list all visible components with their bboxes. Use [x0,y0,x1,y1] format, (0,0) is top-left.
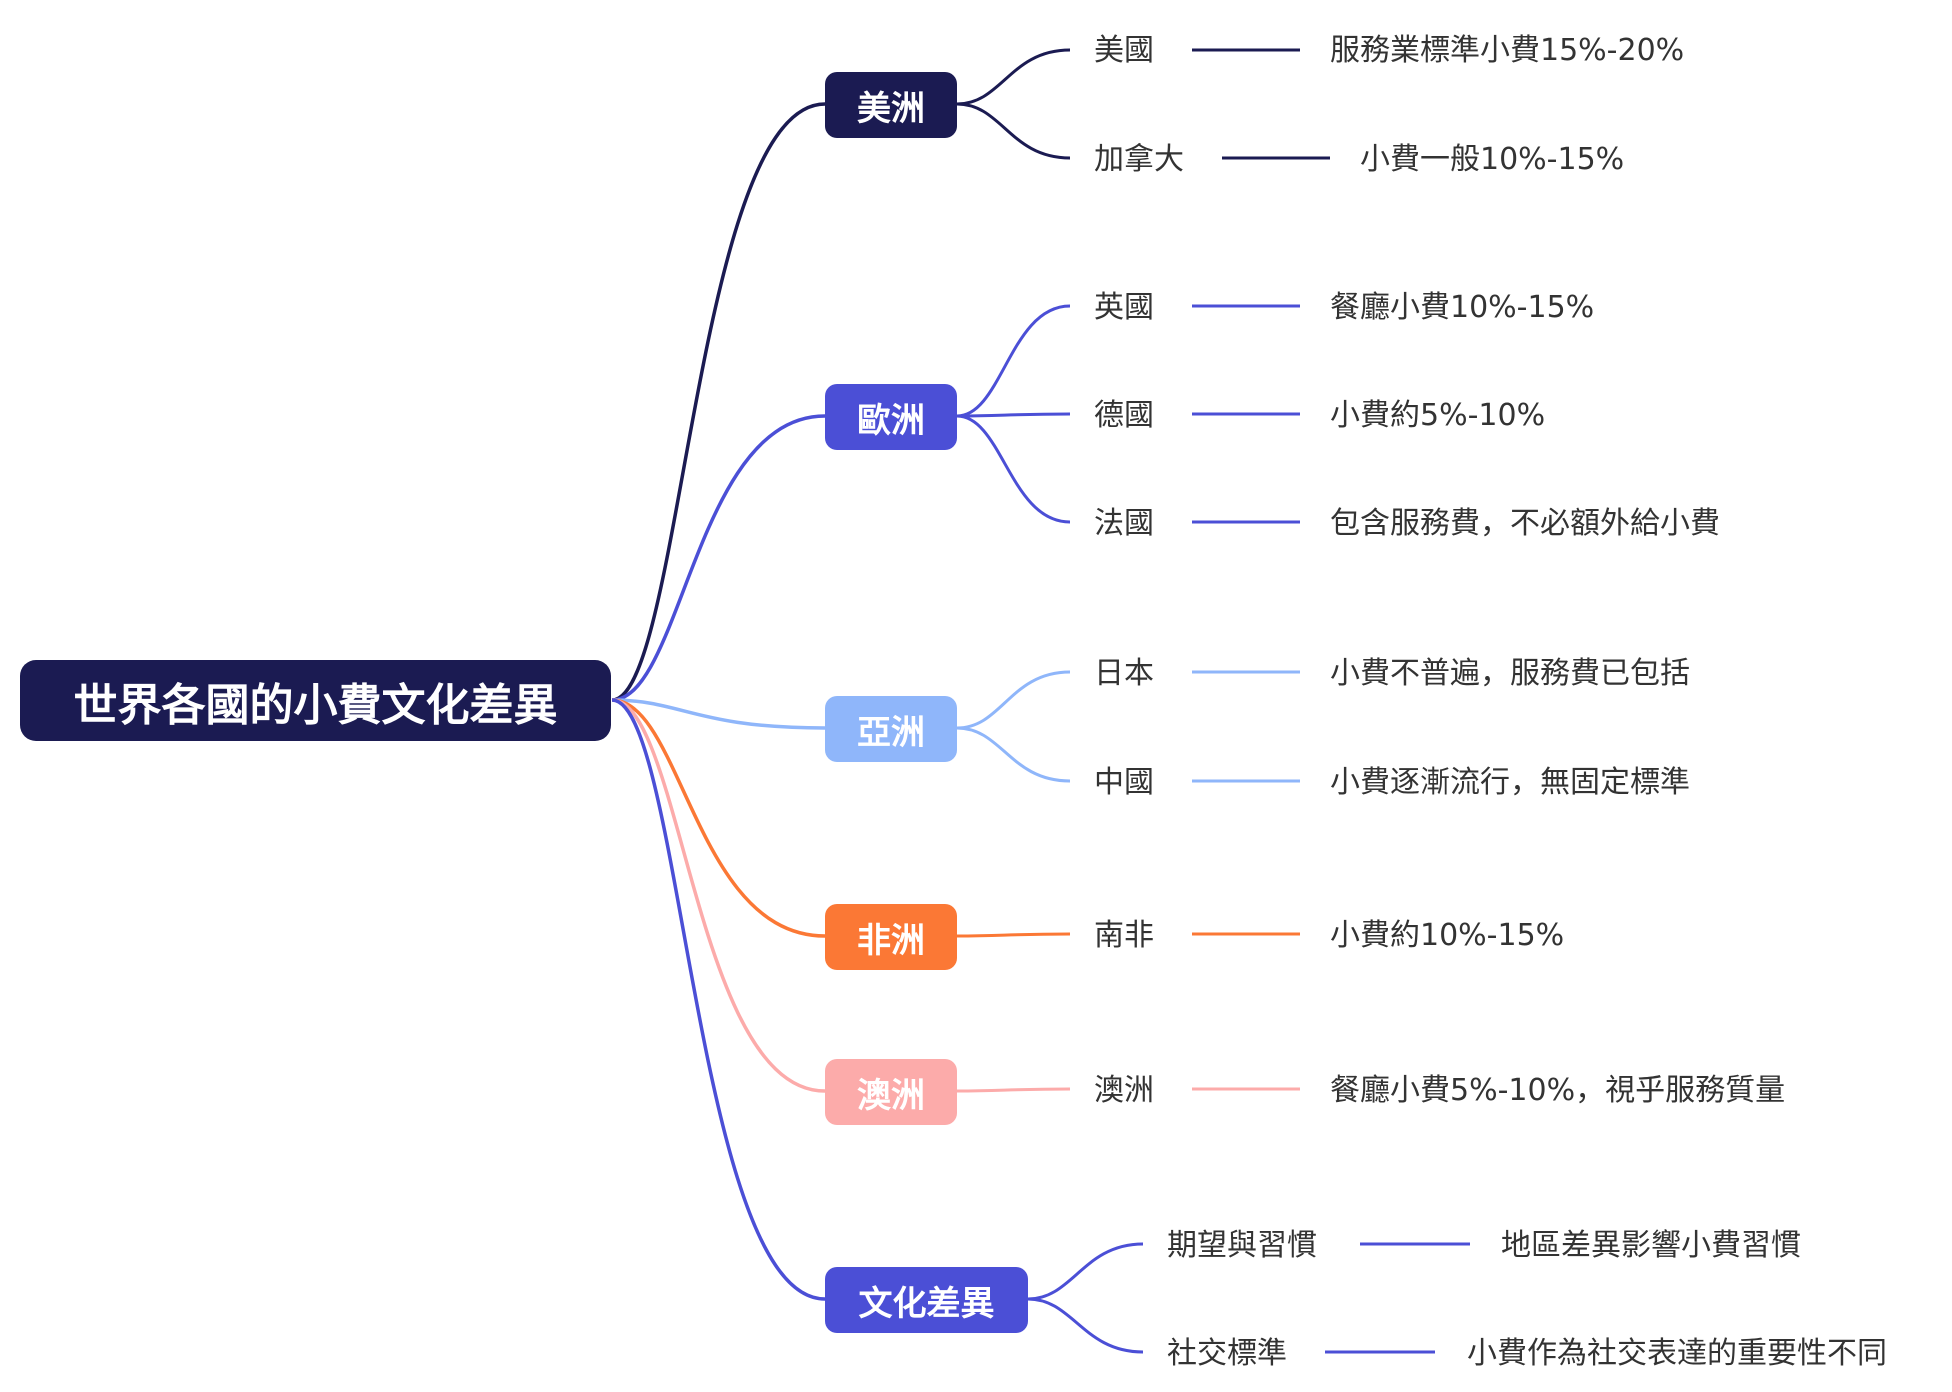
leaf-description: 服務業標準小費15%-20% [1330,33,1685,68]
leaf-description: 小費逐漸流行，無固定標準 [1330,765,1690,800]
root-topic[interactable]: 世界各國的小費文化差異 [20,660,611,741]
leaf-label[interactable]: 德國 [1094,398,1154,433]
branch-asia[interactable]: 亞洲 [825,696,957,762]
leaf-label[interactable]: 南非 [1094,918,1154,953]
connector-branch-item [956,412,1071,418]
leaf-label[interactable]: 中國 [1094,765,1154,800]
connector-branch-item [956,670,1071,730]
connector-branch-item [956,304,1071,418]
branch-cultural-differences[interactable]: 文化差異 [825,1267,1028,1333]
leaf-description: 包含服務費，不必額外給小費 [1330,506,1720,541]
connector-root-branch [611,414,826,702]
branch-europe[interactable]: 歐洲 [825,384,957,450]
leaf-label[interactable]: 日本 [1094,656,1154,691]
connector-root-branch [611,698,826,730]
leaf-description: 地區差異影響小費習慣 [1501,1228,1801,1263]
branch-americas[interactable]: 美洲 [825,72,957,138]
leaf-label[interactable]: 美國 [1094,33,1154,68]
connector-branch-item [1027,1242,1144,1301]
connector-branch-item [956,1087,1071,1093]
connector-branch-item [956,102,1071,160]
connector-branch-item [1027,1297,1144,1354]
leaf-label[interactable]: 澳洲 [1094,1073,1154,1108]
connector-root-branch [611,698,826,1093]
leaf-description: 小費一般10%-15% [1360,142,1625,177]
leaf-description: 餐廳小費5%-10%，視乎服務質量 [1330,1073,1786,1108]
connector-root-branch [611,698,826,1301]
connector-branch-item [956,48,1071,106]
leaf-label[interactable]: 法國 [1094,506,1154,541]
leaf-label[interactable]: 加拿大 [1094,142,1184,177]
connector-branch-item [956,932,1071,938]
leaf-label[interactable]: 英國 [1094,290,1154,325]
connector-root-branch [611,102,826,702]
leaf-description: 小費不普遍，服務費已包括 [1330,656,1690,691]
branch-africa[interactable]: 非洲 [825,904,957,970]
connector-root-branch [611,698,826,938]
leaf-label[interactable]: 期望與習慣 [1167,1228,1317,1263]
leaf-description: 小費作為社交表達的重要性不同 [1467,1336,1887,1371]
leaf-description: 餐廳小費10%-15% [1330,290,1595,325]
connector-branch-item [956,726,1071,783]
leaf-description: 小費約5%-10% [1330,398,1546,433]
connector-branch-item [956,414,1071,524]
branch-oceania[interactable]: 澳洲 [825,1059,957,1125]
leaf-label[interactable]: 社交標準 [1167,1336,1287,1371]
leaf-description: 小費約10%-15% [1330,918,1565,953]
